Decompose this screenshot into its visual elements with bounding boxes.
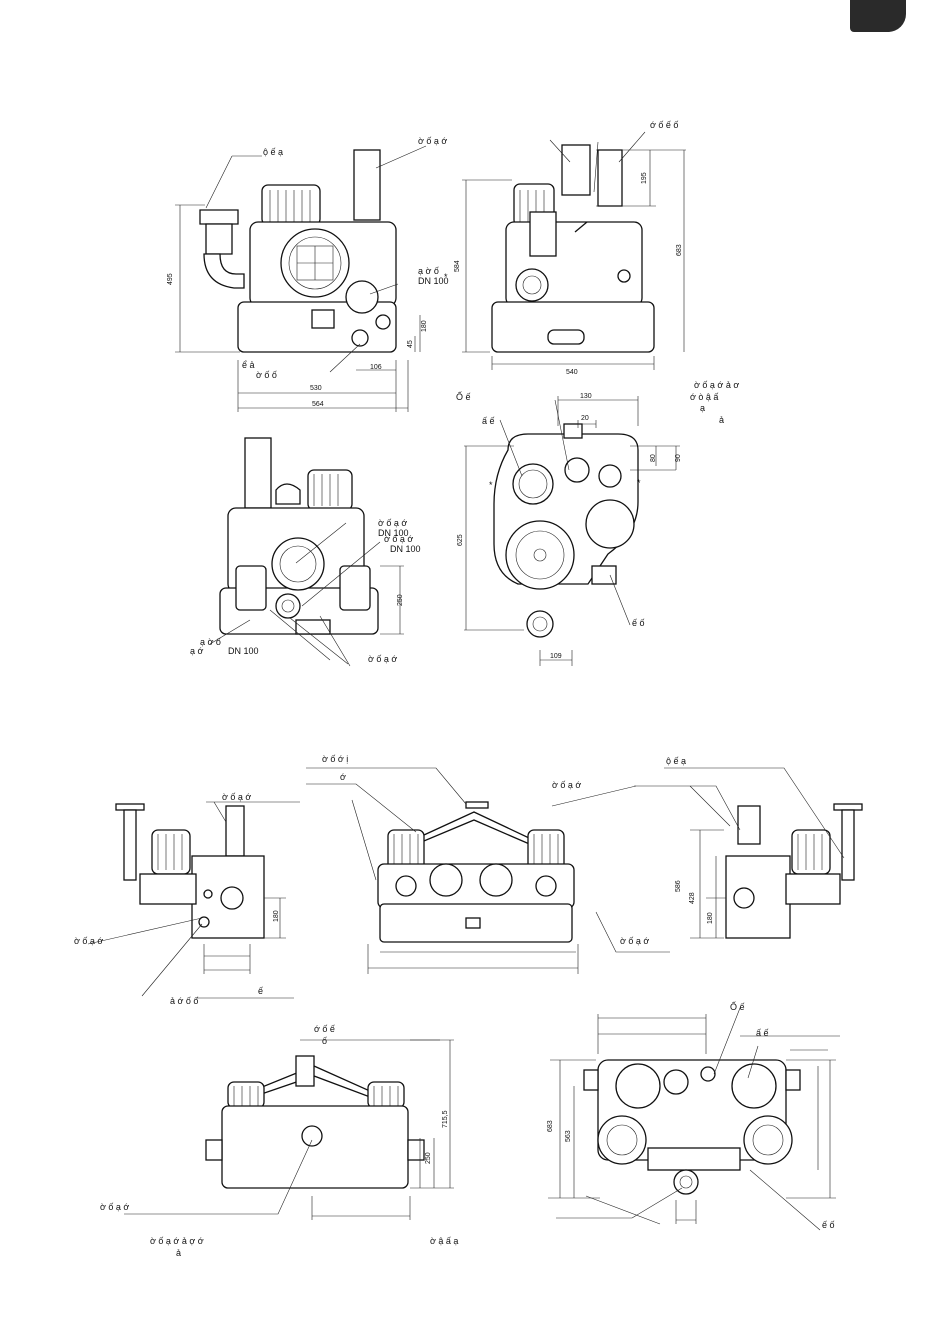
dim-530: 530 <box>310 385 322 392</box>
v4-label-a: ờ ố ạ ớ <box>378 518 407 528</box>
v9-label-top-a: Ố ế <box>730 1001 745 1012</box>
view-double-right <box>634 767 863 939</box>
dim-715: 715,5 <box>442 1110 449 1128</box>
v4-dn100-c: DN 100 <box>228 646 259 656</box>
v2-label-right-a: ờ ố ạ ớ ả ơ <box>694 380 739 390</box>
view-side-single <box>462 131 686 370</box>
dim-20: 20 <box>581 415 589 422</box>
dim-250: 250 <box>397 594 404 606</box>
dim-428: 428 <box>689 892 696 904</box>
v6-label-top-b: ớ <box>340 772 346 782</box>
v5-label-top: ờ ố ạ ớ <box>222 792 251 802</box>
dim-180: 180 <box>421 320 428 332</box>
v3-label-top-b: ấ ế <box>482 416 495 426</box>
v4-label-bottom: ờ ố ạ ớ <box>368 654 397 664</box>
v5-label-bottom-b: ả ớ ố ố <box>170 996 198 1006</box>
v4-label-left-b: ạ ớ <box>190 646 204 656</box>
v4-label-left-a: ạ ờ ố <box>200 637 221 647</box>
v7-label-top: ộ ế ạ <box>666 756 686 766</box>
view-double-front <box>306 767 670 974</box>
v8-label-top-b: ố <box>322 1036 327 1046</box>
v1-star: * <box>444 272 448 282</box>
dim-180-b: 180 <box>273 910 280 922</box>
v1-label-inlet: ộ ế ạ <box>263 147 283 157</box>
dim-195: 195 <box>641 172 648 184</box>
dim-130: 130 <box>580 393 592 400</box>
page-corner-tab <box>850 0 906 32</box>
v4-dn100-a: DN 100 <box>378 528 409 538</box>
dim-564: 564 <box>312 401 324 408</box>
view-double-left <box>87 801 300 999</box>
dim-109: 109 <box>550 653 562 660</box>
view-front-single <box>175 145 427 412</box>
dim-584: 584 <box>454 260 461 272</box>
dim-540: 540 <box>566 369 578 376</box>
v6-label-top-a: ờ ố ớ ị <box>322 754 348 764</box>
dim-495: 495 <box>167 273 174 285</box>
dim-683-b: 683 <box>547 1120 554 1132</box>
v1-label-bottom-b: ờ ố ố <box>256 370 277 380</box>
v4-dn100-b: DN 100 <box>390 544 421 554</box>
view-double-rear <box>124 1039 454 1220</box>
v9-label-bottom: ế ố <box>822 1220 835 1230</box>
dim-90: 90 <box>675 454 682 462</box>
dim-625: 625 <box>457 534 464 546</box>
dim-180-c: 180 <box>707 912 714 924</box>
v6-label-top-c: ờ ố ạ ớ <box>552 780 581 790</box>
v8-label-bottom-c: ả <box>176 1248 181 1258</box>
v1-label-dn100: DN 100 <box>418 276 449 286</box>
v3-label-bottom-right: ế ố <box>632 618 645 628</box>
v1-label-side: ạ ờ ố <box>418 266 439 276</box>
dim-45: 45 <box>407 340 414 348</box>
v2-label-top: ớ ố ế ố <box>650 120 678 130</box>
v8-label-top-a: ớ ố ế <box>314 1024 335 1034</box>
view-top-single <box>464 396 680 666</box>
v2-label-right-b: ớ ò ậ ấ <box>690 392 718 402</box>
v1-label-top-right: ờ ố ạ ớ <box>418 136 447 146</box>
v5-label-bottom-a: ế <box>258 986 263 996</box>
dim-683: 683 <box>676 244 683 256</box>
dim-80: 80 <box>650 454 657 462</box>
dim-250-b: 250 <box>425 1152 432 1164</box>
view-double-top <box>548 1007 840 1231</box>
v8-label-bottom-a: ờ ố ạ ớ ả ợ ớ <box>150 1236 204 1246</box>
v2-label-right-d: ả <box>719 415 724 425</box>
dim-563: 563 <box>565 1130 572 1142</box>
v1-label-bottom-a: ể ả <box>242 360 255 370</box>
v3-label-top-a: Ố ế <box>456 391 471 402</box>
v8-label-bottom-b: ờ ậ ấ ạ <box>430 1236 458 1246</box>
v6-label-right: ờ ố ạ ớ <box>620 936 649 946</box>
dim-586: 586 <box>675 880 682 892</box>
v3-star-right: * <box>637 478 641 488</box>
v2-label-right-c: ạ <box>700 403 705 413</box>
v3-star-left: * <box>489 480 493 490</box>
dim-106: 106 <box>370 364 382 371</box>
v5-label-left: ờ ố ạ ớ <box>74 936 103 946</box>
v9-label-top-b: ấ ế <box>756 1028 769 1038</box>
v4-label-b: ờ ố ạ ớ <box>384 534 413 544</box>
view-rear-single <box>209 437 404 667</box>
v8-label-left: ờ ố ạ ớ <box>100 1202 129 1212</box>
